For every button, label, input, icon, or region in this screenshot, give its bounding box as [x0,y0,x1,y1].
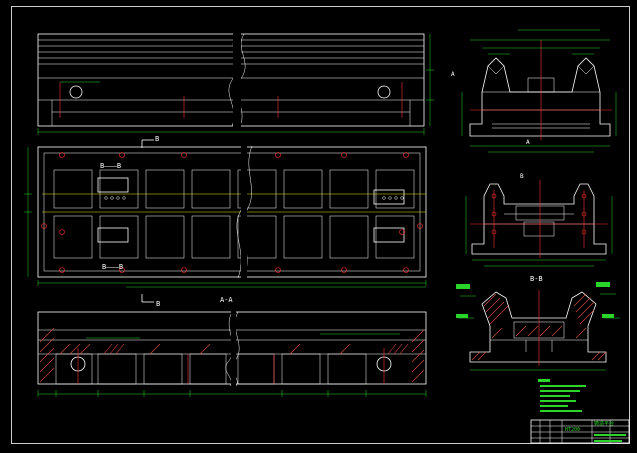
bb-view-label-bottom: B———B [102,263,123,271]
plan-view [24,145,427,288]
drawing-frame [11,6,630,444]
title-block-material: HT200 [565,427,580,433]
title-block-name: 铸造平台 [594,420,614,427]
right-view-label-a: A [451,71,455,78]
section-bb-view [456,282,620,371]
bb-view-label-top: B———B [100,162,121,170]
cut-mark-b-bottom: B [141,294,160,308]
section-aa-label: A-A [220,296,233,304]
cut-mark-b-top-label: B [155,135,159,143]
front-view [37,33,434,135]
cut-mark-b-top: B [141,135,159,148]
left-view [465,180,613,267]
cut-mark-b-bottom-label: B [156,300,160,308]
left-view-label: B [520,173,524,180]
title-block: HT200 铸造平台 [530,419,630,444]
technical-notes [538,379,586,412]
section-bb-label: B-B [530,275,543,283]
section-aa-view [37,311,427,397]
right-view-label-b: A [526,139,530,146]
right-view [461,29,617,153]
